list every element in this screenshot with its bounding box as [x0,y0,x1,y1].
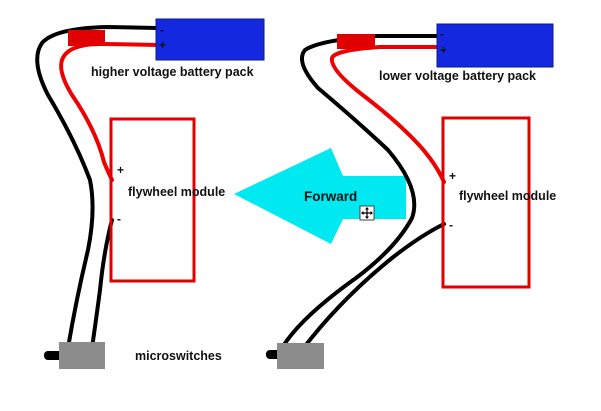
left-flywheel-module [109,117,196,283]
right-black-wire [280,34,440,350]
right-red-wire [329,45,446,184]
left-module-minus: - [117,212,121,226]
right-flywheel-module [441,116,531,289]
forward-arrow [234,148,406,244]
right-battery-pack [436,23,554,68]
right-microswitch [277,343,324,369]
left-battery-pack [155,18,265,61]
right-battery-minus: - [440,27,444,41]
right-battery-label: lower voltage battery pack [379,69,536,83]
left-module-label: flywheel module [128,185,225,199]
left-module-plus: + [117,163,124,177]
right-battery-plus: + [440,43,447,57]
left-red-wire [59,41,160,182]
forward-arrow-label: Forward [304,189,357,204]
left-battery-plus: + [159,38,166,52]
left-microswitch [59,342,105,369]
left-black-wire-2 [90,218,114,350]
move-cursor-icon [359,205,375,221]
right-connector [337,34,375,49]
right-module-label: flywheel module [459,189,556,203]
right-black-wire-2 [300,222,446,352]
left-black-wire [35,25,160,350]
left-connector [68,30,105,46]
left-battery-minus: - [160,23,164,37]
microswitches-label: microswitches [135,349,222,363]
right-module-plus: + [449,169,456,183]
left-battery-label: higher voltage battery pack [91,65,254,79]
right-module-minus: - [449,218,453,232]
